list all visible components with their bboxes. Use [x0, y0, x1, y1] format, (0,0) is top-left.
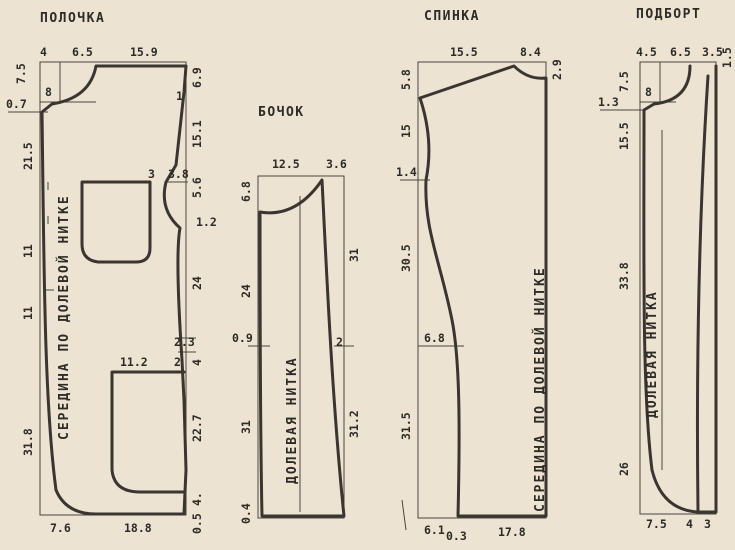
dim-label: 8 — [645, 85, 652, 99]
dim-label: 18.8 — [124, 521, 152, 535]
front-upper-pocket — [80, 180, 152, 264]
dim-label: 3 — [148, 167, 155, 181]
dim-label: 0.9 — [232, 331, 253, 345]
dim-label: 31.2 — [347, 410, 361, 438]
dim-label: 1.2 — [196, 215, 217, 229]
dim-label: 30.5 — [399, 244, 413, 272]
dim-label: 2 — [174, 355, 181, 369]
front-lower-pocket — [110, 370, 186, 494]
dim-label: 6.9 — [190, 67, 204, 88]
dim-label: 3 — [704, 517, 711, 531]
dim-label: 3.5 — [702, 45, 723, 59]
dim-label: 0.7 — [6, 97, 27, 111]
dim-label: 3.6 — [326, 157, 347, 171]
dim-label: 1.4 — [396, 165, 417, 179]
dim-label: 8 — [45, 85, 52, 99]
side-frame — [257, 175, 345, 519]
side-title: БОЧОК — [258, 105, 305, 120]
back-title: СПИНКА — [424, 9, 480, 24]
back-panel: СПИНКА 15.5 8.4 5.8 2.9 15 1.4 30.5 6.8 … — [396, 9, 564, 543]
dim-label: 33.8 — [617, 262, 631, 290]
back-frame — [417, 61, 547, 519]
front-grain-label: СЕРЕДИНА ПО ДОЛЕВОЙ НИТКЕ — [56, 194, 72, 440]
dim-label: 31.5 — [399, 412, 413, 440]
dim-label: 6.5 — [72, 45, 93, 59]
side-outline — [258, 178, 346, 518]
dim-label: 0.3 — [446, 529, 467, 543]
dim-label: 11 — [21, 244, 35, 258]
dim-label: 1 — [176, 89, 183, 103]
dim-label: 15.9 — [130, 45, 158, 59]
side-panel: БОЧОК 12.5 3.6 6.8 24 31 0.9 2 31 31.2 0… — [232, 105, 361, 524]
dim-label: 31.8 — [21, 428, 35, 456]
dim-label: 5.6 — [190, 177, 204, 198]
dim-label: 2.9 — [550, 59, 564, 80]
dim-label: 15.5 — [450, 45, 478, 59]
dim-label: 6.8 — [239, 181, 253, 202]
dim-label: 11 — [21, 306, 35, 320]
dim-label: 5.8 — [399, 69, 413, 90]
dim-label: 26 — [617, 462, 631, 476]
dim-label: 22.7 — [190, 414, 204, 442]
dim-label: 7.5 — [617, 71, 631, 92]
front-panel: ПОЛОЧКА 4 6.5 15.9 7.5 8 0.7 21.5 11 11 … — [6, 11, 217, 535]
facing-grain-label: ДОЛЕВАЯ НИТКА — [645, 290, 660, 418]
dim-label: 15.5 — [617, 122, 631, 150]
dim-label: 7.6 — [50, 521, 71, 535]
dim-label: 24 — [190, 276, 204, 290]
dim-label: 2.3 — [174, 335, 195, 349]
dim-label: 4 — [686, 517, 693, 531]
dim-label: 21.5 — [21, 142, 35, 170]
dim-label: 4. — [190, 492, 204, 506]
dim-label: 7.5 — [646, 517, 667, 531]
dim-label: 1.3 — [598, 95, 619, 109]
dim-label: 0.4 — [239, 503, 253, 524]
facing-panel: ПОДБОРТ 4.5 6.5 3.5 1.5 7.5 8 1.3 15.5 3… — [598, 7, 734, 531]
front-outline — [40, 64, 188, 516]
back-outline — [418, 64, 548, 518]
dim-label: 24 — [239, 284, 253, 298]
front-title: ПОЛОЧКА — [40, 11, 105, 26]
dim-label: 7.5 — [14, 63, 28, 84]
dim-label: 8.4 — [520, 45, 541, 59]
side-grain-label: ДОЛЕВАЯ НИТКА — [285, 356, 300, 484]
back-grain-label: СЕРЕДИНА ПО ДОЛЕВОЙ НИТКЕ — [532, 266, 548, 512]
dim-label: 6.1 — [424, 523, 445, 537]
dim-label: 0.5 — [190, 513, 204, 534]
dim-label: 4 — [190, 359, 204, 366]
dim-label: 3.8 — [168, 167, 189, 181]
dim-label: 6.5 — [670, 45, 691, 59]
facing-title: ПОДБОРТ — [636, 7, 701, 22]
facing-inner-edge — [695, 74, 710, 514]
dim-label: 6.8 — [424, 331, 445, 345]
dim-label: 1.5 — [720, 47, 734, 68]
dim-label: 12.5 — [272, 157, 300, 171]
dim-label: 2 — [336, 335, 343, 349]
dim-label: 31 — [347, 248, 361, 262]
dim-label: 4 — [40, 45, 47, 59]
dim-label: 31 — [239, 420, 253, 434]
dim-label: 11.2 — [120, 355, 148, 369]
facing-outline — [642, 64, 718, 514]
back-tick — [401, 499, 407, 531]
dim-label: 17.8 — [498, 525, 526, 539]
dim-label: 15 — [399, 124, 413, 138]
dim-label: 15.1 — [190, 120, 204, 148]
dim-label: 4.5 — [636, 45, 657, 59]
